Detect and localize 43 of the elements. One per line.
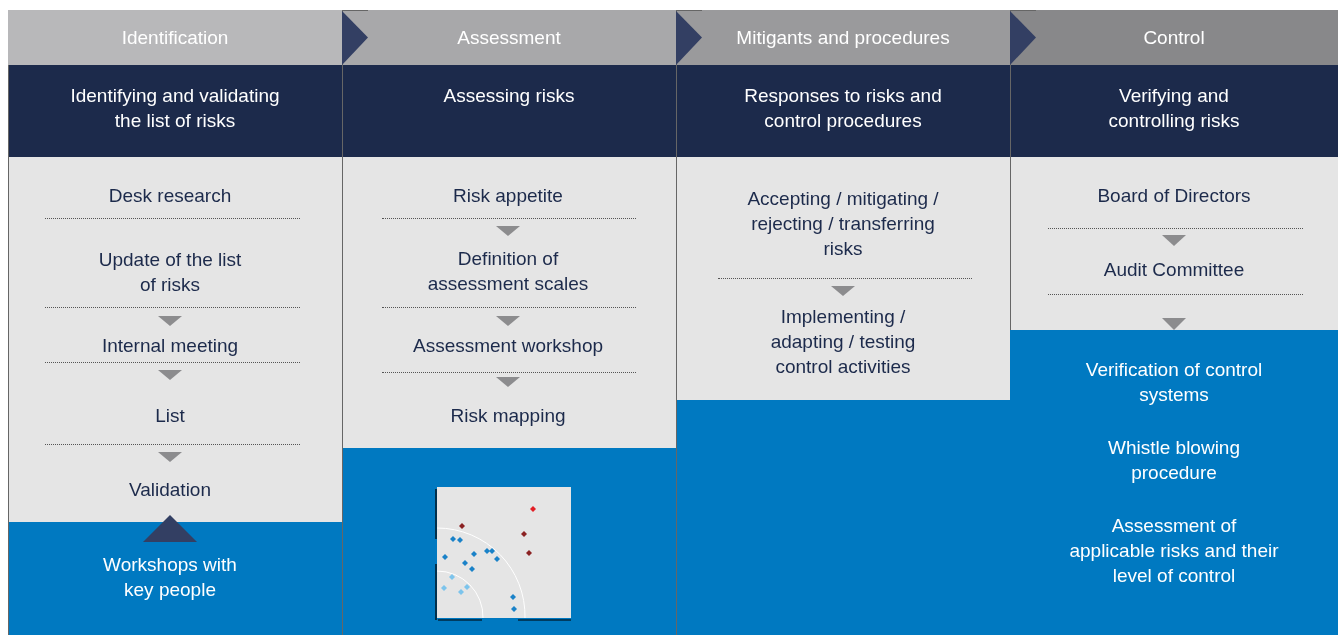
stage-title: Control (1143, 26, 1205, 50)
stage-description: Identifying and validating the list of risks (69, 84, 281, 133)
arrow-head (143, 515, 197, 542)
step-label: Validation (128, 478, 211, 502)
stage-description: Assessing risks (443, 84, 575, 108)
step-label: Risk appetite (453, 184, 563, 208)
arrow-head (676, 11, 702, 65)
step-label: Audit Committee (1103, 258, 1245, 282)
step-label: Board of Directors (1097, 184, 1251, 208)
step-label: Workshops with key people (102, 553, 238, 602)
arrow-head (342, 11, 368, 65)
panel-item: Assessment of applicable risks and their level of control (1068, 514, 1280, 588)
step-label: Desk research (108, 184, 232, 208)
step-label: Definition of assessment scales (426, 247, 590, 296)
panel-item: Whistle blowing procedure (1107, 436, 1241, 485)
stage-header (1036, 10, 1338, 65)
stage-title: Mitigants and procedures (736, 26, 950, 50)
stage-header (702, 10, 1010, 65)
stage-description: Responses to risks and control procedures (743, 84, 943, 133)
stage-header (8, 10, 342, 65)
control-panel (1010, 330, 1338, 635)
step-label: List (155, 404, 185, 428)
panel-item: Verification of control systems (1084, 358, 1264, 407)
arrow-head (1162, 235, 1186, 246)
arrow-head (496, 226, 520, 236)
arrow-head (496, 316, 520, 326)
step-label: Update of the list of risks (97, 248, 243, 297)
arrow-head (1010, 11, 1036, 65)
step-label: Assessment workshop (412, 334, 604, 358)
arrow-head (158, 316, 182, 326)
step-label: Risk mapping (450, 404, 566, 428)
arrow-head (1162, 318, 1186, 330)
step-label: Implementing / adapting / testing control activities (769, 305, 917, 379)
arrow-head (158, 452, 182, 462)
step-label: Internal meeting (101, 334, 239, 358)
arrow-head (831, 286, 855, 296)
stage-header (368, 10, 676, 65)
step-label: Accepting / mitigating / rejecting / transferring risks (746, 187, 940, 261)
arrow-head (496, 377, 520, 387)
stage-title: Assessment (457, 26, 561, 50)
stage-description: Verifying and controlling risks (1107, 84, 1241, 133)
stage-title: Identification (121, 26, 229, 50)
arrow-head (158, 370, 182, 380)
